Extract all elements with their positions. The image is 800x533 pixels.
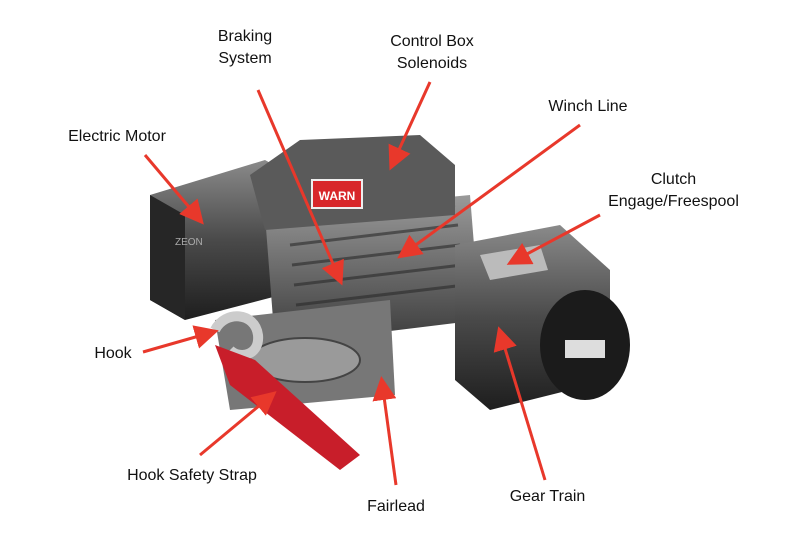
- label-line: Control Box: [390, 33, 474, 50]
- arrow-fairlead: [372, 376, 398, 486]
- label-line: Engage/Freespool: [608, 193, 739, 210]
- logo-warn: WARN: [319, 189, 356, 203]
- arrow-gear-train: [493, 326, 547, 481]
- logo-zeon: ZEON: [175, 237, 203, 248]
- control-box-shape: [250, 135, 455, 230]
- arrow-control-box: [388, 81, 432, 171]
- arrow-clutch: [506, 213, 601, 265]
- label-line: Braking: [217, 28, 273, 45]
- arrow-hook-safety-strap: [199, 391, 277, 457]
- arrow-braking-system: [256, 89, 344, 286]
- arrow-hook: [142, 325, 219, 354]
- label-fairlead: Fairlead: [367, 498, 425, 515]
- arrow-electric-motor: [143, 154, 204, 225]
- label-line: Clutch: [650, 171, 697, 188]
- label-hook-safety-strap: Hook Safety Strap: [127, 467, 257, 484]
- arrow-winch-line: [397, 123, 581, 259]
- label-gear-train: Gear Train: [509, 488, 586, 505]
- label-line: System: [218, 50, 272, 67]
- label-line: Solenoids: [396, 55, 468, 72]
- callout-arrows: [142, 81, 601, 486]
- label-control-box: Control Box Solenoids: [372, 31, 492, 75]
- label-electric-motor: Electric Motor: [68, 128, 166, 145]
- label-winch-line: Winch Line: [548, 98, 628, 115]
- gear-housing-shape: [455, 225, 630, 410]
- label-hook: Hook: [94, 345, 132, 362]
- label-clutch: Clutch Engage/Freespool: [596, 169, 751, 213]
- hook-and-strap-shape: [210, 311, 360, 470]
- label-braking-system: Braking System: [205, 26, 285, 70]
